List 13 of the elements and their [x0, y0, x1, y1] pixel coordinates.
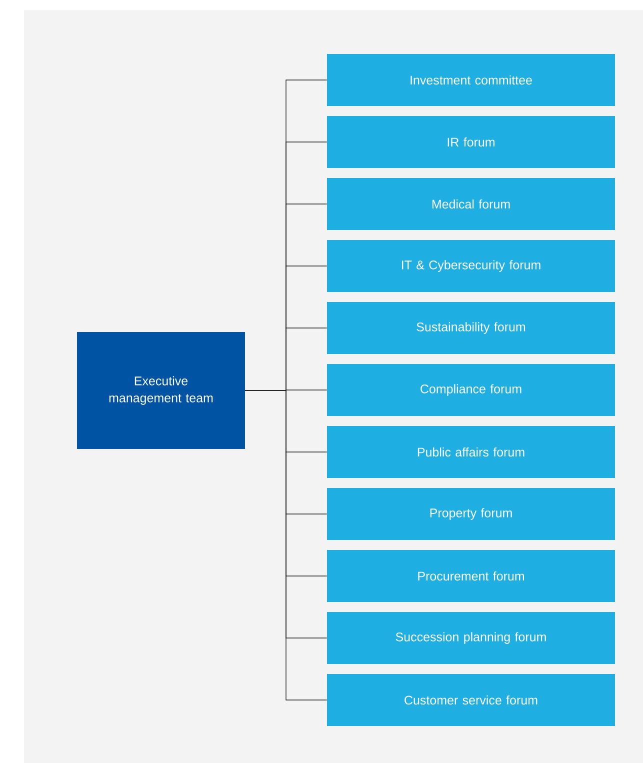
- forum-box: Compliance forum: [327, 364, 615, 416]
- forum-box: Succession planning forum: [327, 612, 615, 664]
- forum-box: IR forum: [327, 116, 615, 168]
- forum-box: Property forum: [327, 488, 615, 540]
- forum-box: Investment committee: [327, 54, 615, 106]
- connector-line: [244, 390, 328, 700]
- forum-box: Medical forum: [327, 178, 615, 230]
- forum-box: Sustainability forum: [327, 302, 615, 354]
- forum-box: Public affairs forum: [327, 426, 615, 478]
- forum-box: Customer service forum: [327, 674, 615, 726]
- forum-box: Procurement forum: [327, 550, 615, 602]
- team-box: Executive management team: [77, 332, 245, 449]
- forum-box: IT & Cybersecurity forum: [327, 240, 615, 292]
